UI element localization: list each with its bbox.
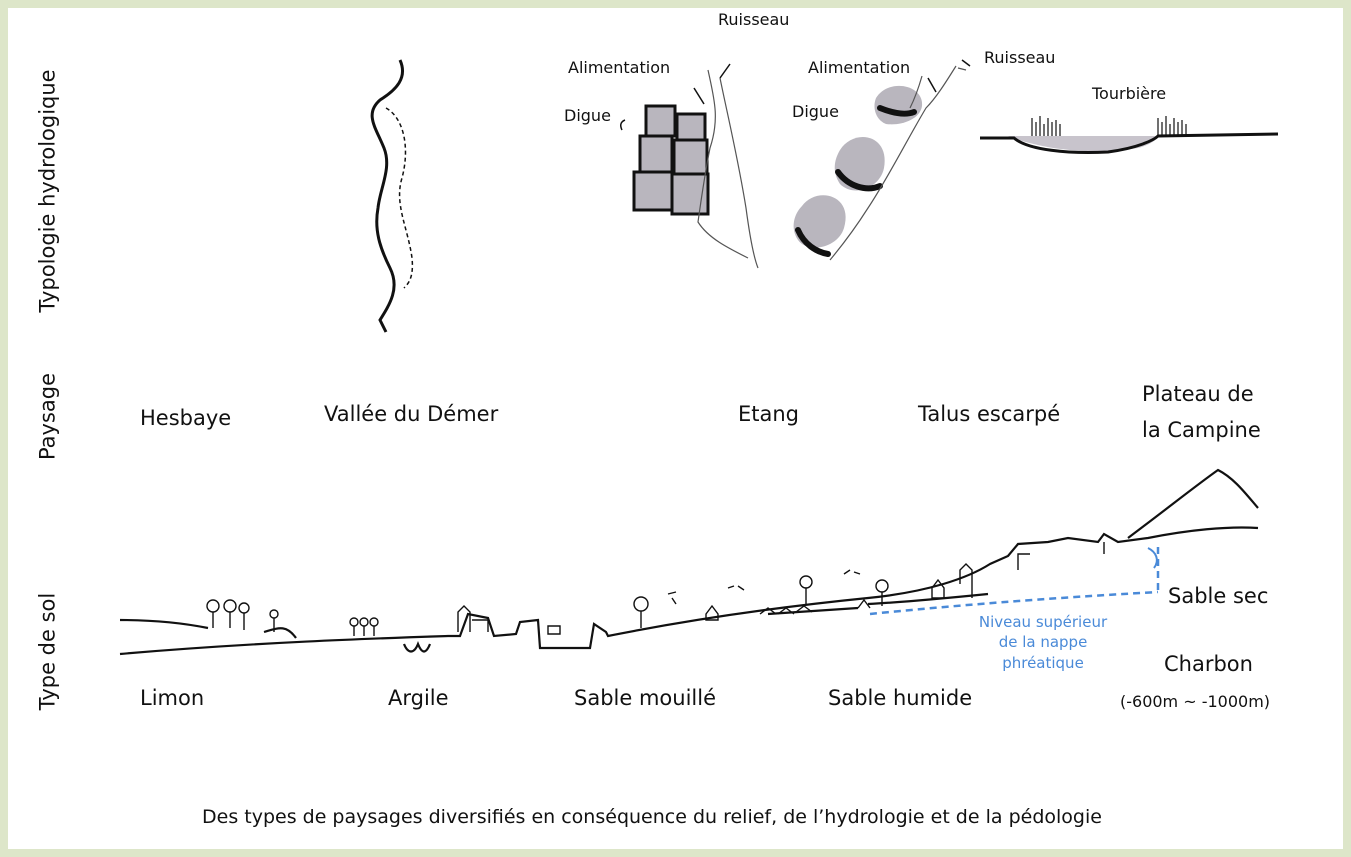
water-table-note: Niveau supérieur de la nappe phréatique bbox=[966, 612, 1120, 673]
meander-sketch bbox=[370, 59, 414, 333]
label-digue-1: Digue bbox=[564, 106, 611, 125]
label-ruisseau-2: Ruisseau bbox=[984, 48, 1056, 67]
grid-ponds-sketch bbox=[632, 104, 710, 216]
pond-chain-sketch bbox=[793, 59, 971, 261]
label-alimentation-2: Alimentation bbox=[808, 58, 911, 77]
landscape-hesbaye: Hesbaye bbox=[140, 406, 232, 430]
landscape-plateau-line1: Plateau de bbox=[1142, 382, 1254, 406]
soil-charbon: Charbon bbox=[1164, 652, 1253, 676]
terrain-profile bbox=[119, 468, 1259, 656]
landscape-vallee: Vallée du Démer bbox=[324, 402, 499, 426]
label-alimentation-1: Alimentation bbox=[568, 58, 671, 77]
soil-sable-mouille: Sable mouillé bbox=[574, 686, 716, 710]
soil-sable-humide: Sable humide bbox=[828, 686, 973, 710]
water-table-mark bbox=[1147, 547, 1158, 569]
water-table-line bbox=[869, 544, 1160, 616]
landscape-sketch bbox=[119, 59, 1279, 656]
soil-limon: Limon bbox=[140, 686, 205, 710]
diagram-frame: Typologie hydrologique Paysage Type de s… bbox=[8, 8, 1343, 849]
soil-charbon-depth: (-600m ~ -1000m) bbox=[1120, 692, 1271, 711]
water-table-line-2: de la nappe bbox=[998, 633, 1088, 652]
water-table-line-3: phréatique bbox=[1002, 653, 1084, 672]
peat-bog-sketch bbox=[980, 116, 1279, 154]
figure-caption: Des types de paysages diversifiés en con… bbox=[202, 806, 1102, 828]
profile-doodles bbox=[206, 542, 1105, 636]
soil-argile: Argile bbox=[388, 686, 449, 710]
landscape-plateau-line2: la Campine bbox=[1142, 418, 1261, 442]
landscape-etang: Etang bbox=[738, 402, 800, 426]
label-ruisseau-1: Ruisseau bbox=[718, 10, 790, 29]
landscape-talus: Talus escarpé bbox=[918, 402, 1061, 426]
water-table-line-1: Niveau supérieur bbox=[978, 613, 1108, 631]
label-tourbiere: Tourbière bbox=[1092, 84, 1167, 103]
soil-sable-sec: Sable sec bbox=[1168, 584, 1269, 608]
label-digue-2: Digue bbox=[792, 102, 839, 121]
